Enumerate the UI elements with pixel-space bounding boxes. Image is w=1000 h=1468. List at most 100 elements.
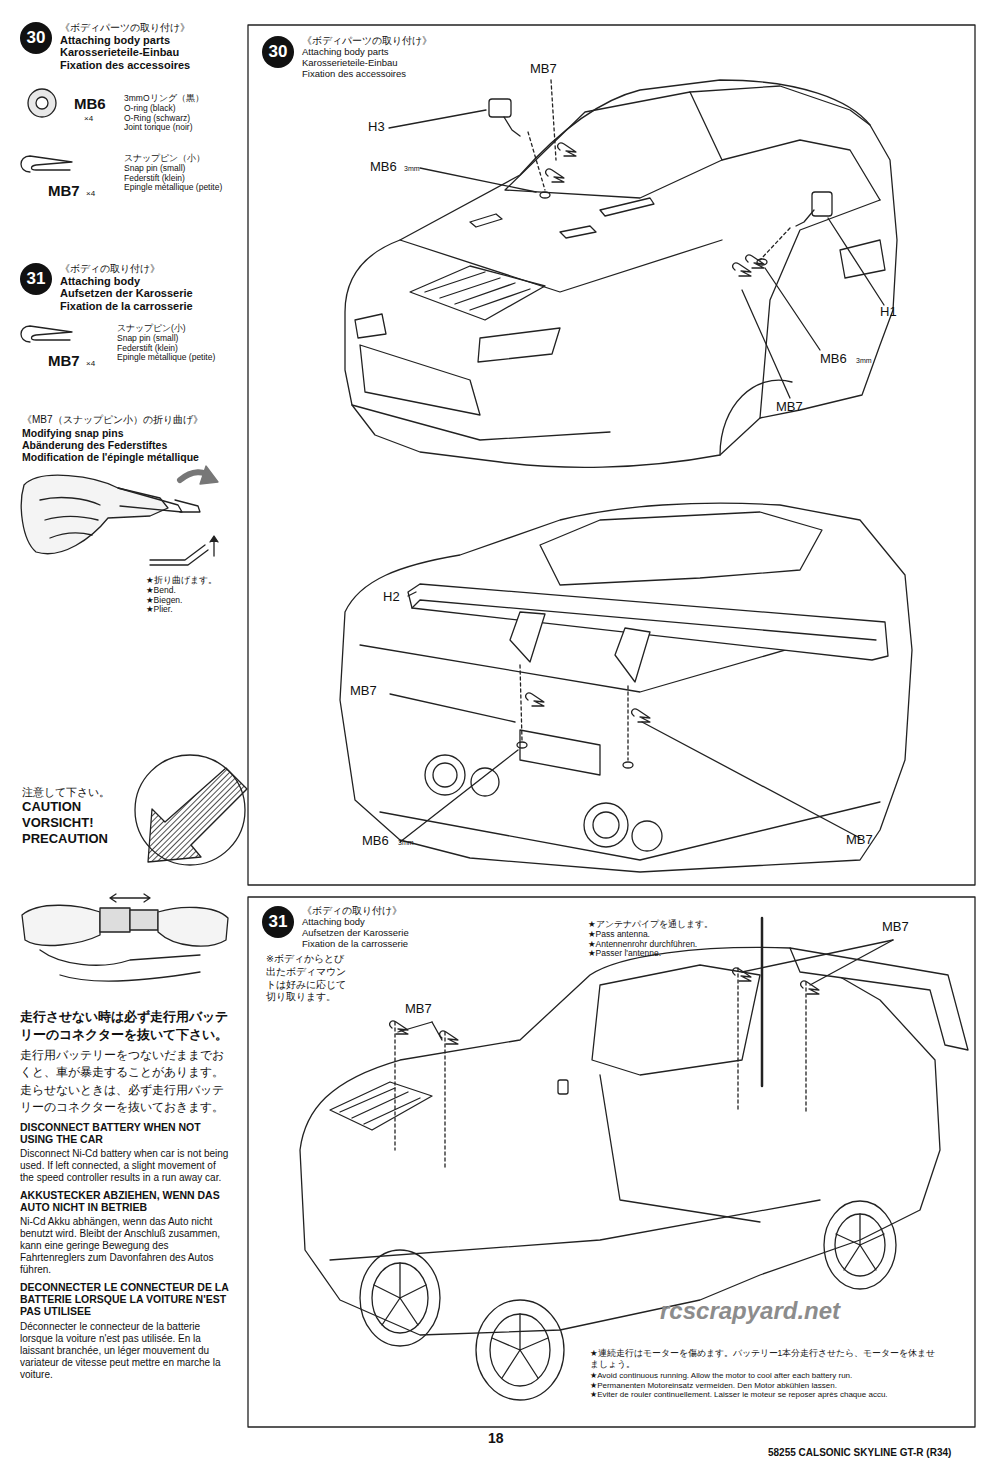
instruction-note: ★折り曲げます。: [146, 576, 217, 586]
step-number: 31: [269, 912, 288, 932]
warning-text: 走行させない時は必ず走行用バッテリーのコネクターを抜いて下さい。: [20, 1008, 232, 1043]
battery-connector-illustration: [130, 910, 158, 930]
part-name: Snap pin (small): [117, 334, 178, 344]
car-body-front-view: [355, 314, 386, 338]
pliers-hand-illustration: [21, 466, 218, 554]
rear-wing-part: [408, 584, 888, 660]
pliers-hand-illustration: [21, 475, 168, 553]
caution-heading: VORSICHT!: [22, 816, 94, 831]
pliers-hand-illustration: [45, 517, 98, 520]
warning-heading: DISCONNECT BATTERY WHEN NOT USING THE CA…: [20, 1121, 232, 1145]
o-ring-icon: [36, 97, 48, 109]
o-ring-part: [623, 762, 633, 768]
dimension: 3mm: [404, 165, 420, 173]
instruction-note: ★Permanenten Motoreinsatz vermeiden. Den…: [590, 1381, 965, 1391]
step-title: Attaching body parts: [60, 34, 190, 47]
wheel: [372, 1263, 428, 1333]
battery-connector-illustration: [40, 950, 200, 965]
instruction-note: ★Antennenrohr durchführen.: [588, 940, 697, 950]
step-marker: 30《ボディパーツの取り付け》Attaching body partsKaros…: [262, 36, 432, 80]
leader-line: [395, 940, 893, 1168]
step-title: Fixation des accessoires: [60, 59, 190, 72]
car-body-on-chassis: [330, 1082, 432, 1130]
footer-code: 58255 CALSONIC SKYLINE GT-R (R34): [768, 1447, 951, 1459]
o-ring-part: [517, 192, 767, 768]
part-name: Joint torique (noir): [124, 123, 193, 133]
rear-wing-part: [790, 948, 968, 1050]
car-body-on-chassis: [592, 965, 760, 1075]
instruction-note: ★Bend.: [146, 586, 176, 596]
car-body-rear-view: [593, 812, 619, 838]
bent-pin-illustration: [210, 536, 218, 542]
callout-label: H1: [880, 305, 897, 320]
pliers-hand-illustration: [200, 466, 218, 484]
car-body-front-view: [720, 380, 792, 455]
step-title: Aufsetzen der Karosserie: [302, 928, 409, 939]
car-body-rear-view: [340, 503, 912, 872]
quantity: ×4: [86, 359, 95, 368]
note-text: ※ボディからとび出たボディマウントは好みに応じて切り取ります。: [266, 953, 348, 1004]
rear-wing-part: [790, 948, 968, 1050]
car-body-on-chassis: [340, 1088, 420, 1124]
pliers-hand-illustration: [118, 488, 182, 512]
car-body-front-view: [760, 200, 880, 418]
leader-line: [400, 750, 518, 842]
leader-line: [390, 592, 860, 842]
snap-pin-part: [546, 169, 564, 182]
snap-pin-part: [801, 981, 819, 994]
step-heading: 《ボディパーツの取り付け》Attaching body partsKarosse…: [60, 22, 190, 71]
car-body-front-view: [345, 80, 897, 467]
instruction-note: ★Plier.: [146, 605, 173, 615]
caution-symbol: [135, 755, 247, 865]
snap-pin-part: [558, 143, 576, 156]
step-number-circle: 30: [20, 22, 52, 54]
car-body-rear-view: [584, 803, 628, 847]
step-title: Fixation de la carrosserie: [60, 300, 193, 313]
warning-text: Ni-Cd Akku abhängen, wenn das Auto nicht…: [20, 1216, 232, 1276]
part-name: 3mmOリング（黒）: [124, 94, 204, 104]
leader-line: [520, 665, 628, 760]
instruction-note: ★Avoid continuous running. Allow the mot…: [590, 1371, 965, 1381]
car-body-front-view: [505, 92, 722, 198]
snap-pin-part: [440, 1031, 458, 1044]
wheel: [360, 1201, 896, 1400]
snap-pin-icon: [21, 326, 72, 342]
warning-text: Disconnect Ni-Cd battery when car is not…: [20, 1148, 232, 1184]
step-title-jp: 《ボディパーツの取り付け》: [60, 22, 190, 34]
car-body-on-chassis: [600, 1075, 760, 1222]
instruction-note: ★アンテナパイプを通します。: [588, 920, 713, 930]
car-body-rear-view: [520, 730, 600, 775]
antenna-pipe: [761, 918, 764, 1086]
rear-wing-part: [615, 628, 650, 682]
car-body-rear-view: [540, 512, 822, 585]
step-title-jp: 《ボディの取り付け》: [60, 263, 193, 275]
part-name: Epingle métallique (petite): [117, 353, 215, 363]
callout-label: MB7: [405, 1002, 432, 1017]
car-body-on-chassis: [300, 947, 940, 1335]
snap-pin-part: [746, 255, 764, 268]
caution-heading: CAUTION: [22, 800, 81, 815]
snap-pin-icon: [21, 156, 72, 172]
illustration: [21, 25, 975, 1427]
rear-wing-part: [510, 612, 545, 662]
part-name: Federstift (klein): [124, 174, 185, 184]
o-ring-icon: [28, 89, 56, 117]
leader-line: [742, 940, 893, 972]
car-body-front-view: [410, 266, 545, 320]
step-frame: [248, 25, 975, 885]
part-code: MB7: [48, 352, 80, 369]
o-ring-icon: [28, 89, 56, 117]
car-body-front-view: [470, 198, 654, 238]
step-marker: 30《ボディパーツの取り付け》Attaching body partsKaros…: [20, 22, 190, 71]
wheel: [360, 1250, 440, 1346]
snap-pin-part: [733, 968, 751, 981]
warning-heading: DECONNECTER LE CONNECTEUR DE LA BATTERIE…: [20, 1281, 232, 1317]
pliers-hand-illustration: [50, 533, 92, 538]
o-ring-part: [517, 742, 527, 748]
caution-heading: PRECAUTION: [22, 832, 108, 847]
instruction-note: ★Eviter de rouler continuellement. Laiss…: [590, 1390, 940, 1400]
step-number: 30: [269, 42, 288, 62]
step-title: Attaching body: [302, 917, 409, 928]
leader-line: [395, 968, 806, 1168]
